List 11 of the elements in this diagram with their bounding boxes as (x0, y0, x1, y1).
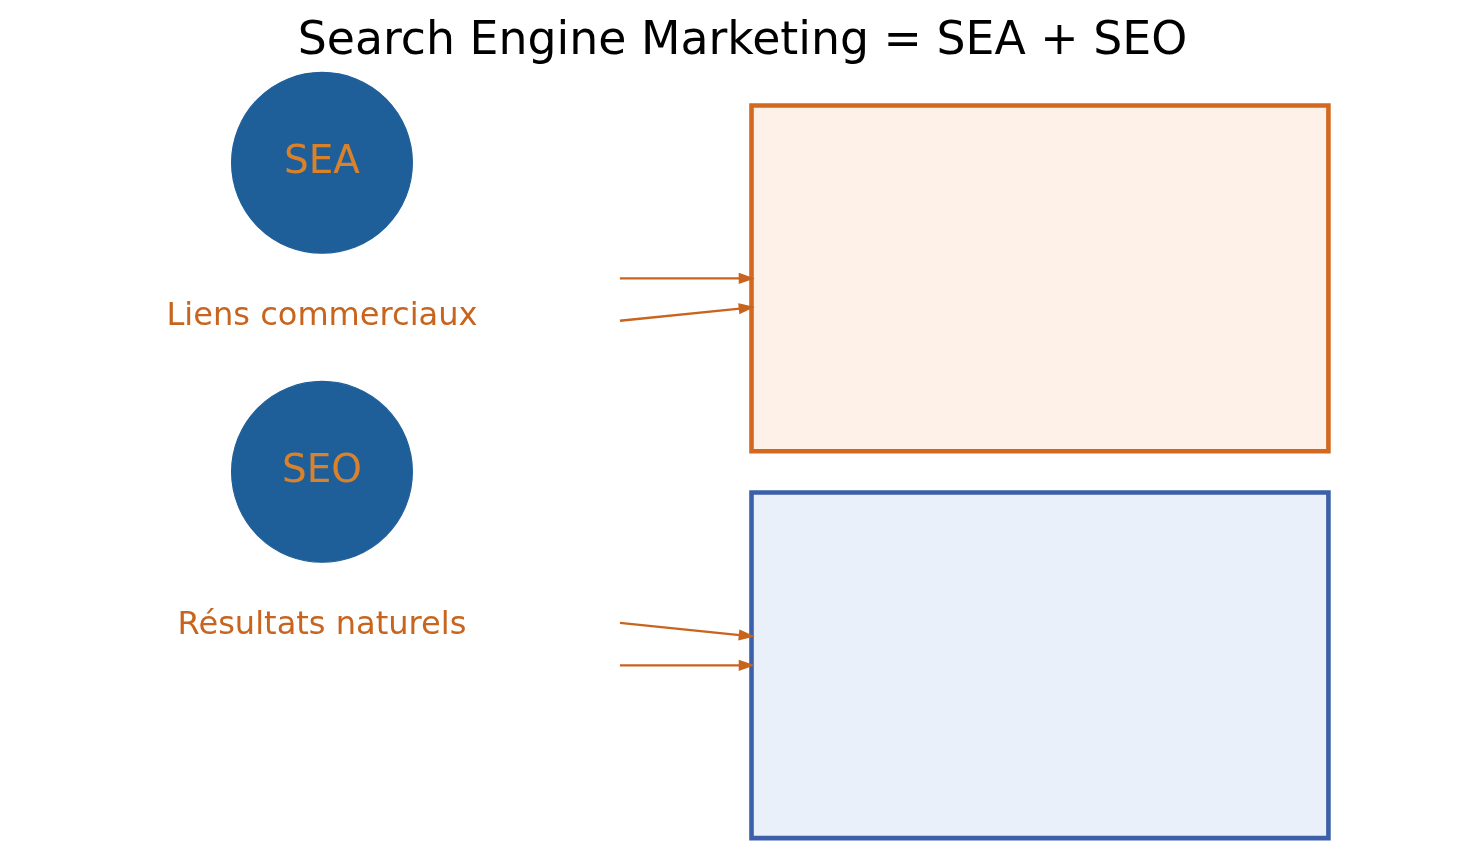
node-circle: SEO (230, 380, 413, 563)
node-label: Résultats naturels (177, 604, 466, 643)
diagram-title: Search Engine Marketing = SEA + SEO (297, 12, 1187, 66)
node-label: Liens commerciaux (166, 295, 477, 334)
arrow (619, 659, 755, 671)
node-box (748, 103, 1331, 454)
arrow (619, 621, 755, 641)
node-box (748, 490, 1331, 841)
arrow (619, 303, 755, 322)
arrow (619, 272, 755, 285)
node-circle: SEA (230, 71, 413, 254)
